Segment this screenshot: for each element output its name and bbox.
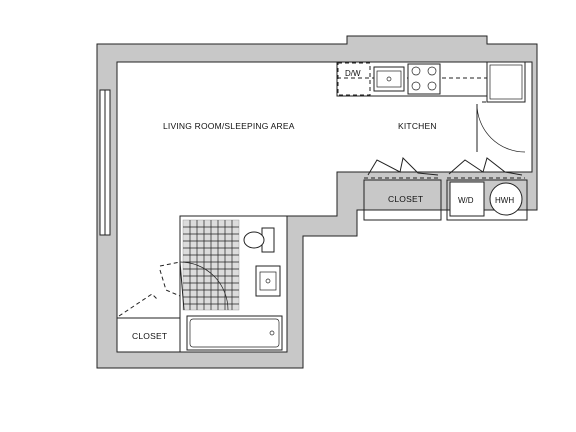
living-room-label: LIVING ROOM/SLEEPING AREA [163,121,295,131]
closet-kitchen-doors [364,156,440,179]
utility-closet-doors [447,157,525,179]
utility-closet: W/D HWH [446,179,528,221]
kitchen-label: KITCHEN [398,121,437,131]
door-right [476,103,526,153]
bathroom [179,215,288,353]
bathroom-sink [255,265,281,297]
washer-dryer-label: W/D [458,196,474,205]
dishwasher-label: D/W [345,69,361,78]
closet-entry-label: CLOSET [132,331,167,341]
water-heater-label: HWH [495,196,514,205]
cooktop [407,63,441,95]
refrigerator [482,61,526,103]
closet-kitchen-label: CLOSET [388,194,423,204]
toilet [243,227,275,253]
bathtub [186,315,283,351]
bathroom-tile [182,219,240,311]
dishwasher: D/W [337,62,371,96]
kitchen-sink [373,66,405,92]
closet-entry: CLOSET [116,269,181,353]
closet-kitchen: CLOSET [363,179,442,221]
window-left [99,89,111,236]
door-bathroom [159,261,229,311]
